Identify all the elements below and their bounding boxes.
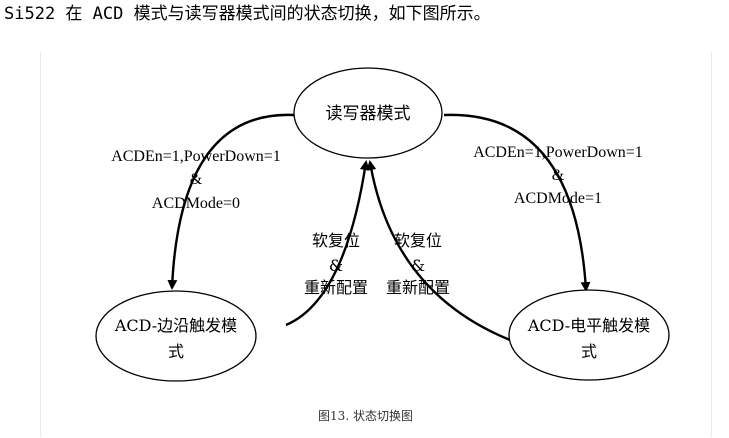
to-level-line2: & [552, 167, 565, 184]
state-acd-edge-mode: ACD-边沿触发模 式 [95, 290, 257, 382]
intro-text: Si522 在 ACD 模式与读写器模式间的状态切换，如下图所示。 [4, 4, 491, 24]
figure-caption-text: 图13. 状态切换图 [318, 409, 413, 423]
label-level-reset: 软复位 & 重新配置 [386, 231, 450, 297]
level-reset-line2: & [411, 256, 425, 275]
level-mode-label-line2: 式 [581, 342, 597, 361]
to-edge-line3: ACDMode=0 [152, 195, 240, 212]
to-edge-line1: ACDEn=1,PowerDown=1 [111, 148, 281, 165]
level-reset-line3: 重新配置 [386, 278, 450, 297]
to-edge-line2: & [190, 171, 203, 188]
edge-reset-arc [285, 160, 370, 327]
level-reset-line1: 软复位 [394, 231, 442, 250]
figure-caption: 图13. 状态切换图 [0, 407, 729, 424]
edge-transition-arc [167, 113, 295, 290]
state-acd-level-mode: ACD-电平触发模 式 [508, 289, 670, 381]
level-mode-label-line1: ACD-电平触发模 [527, 316, 650, 335]
figure-frame [40, 52, 712, 437]
state-reader-mode: 读写器模式 [293, 67, 443, 159]
level-transition-arc [443, 113, 591, 292]
edge-reset-line2: & [329, 256, 343, 275]
edge-reset-line1: 软复位 [312, 231, 360, 250]
level-reset-arc [366, 160, 511, 342]
edge-reset-line3: 重新配置 [304, 278, 368, 297]
label-to-edge: ACDEn=1,PowerDown=1 & ACDMode=0 [111, 148, 281, 212]
edge-mode-label-line2: 式 [168, 342, 184, 361]
reader-mode-label: 读写器模式 [326, 104, 411, 124]
to-level-line3: ACDMode=1 [514, 190, 602, 207]
label-to-level: ACDEn=1,PowerDown=1 & ACDMode=1 [473, 144, 643, 207]
label-edge-reset: 软复位 & 重新配置 [304, 231, 368, 297]
edge-mode-label-line1: ACD-边沿触发模 [114, 316, 237, 335]
to-level-line1: ACDEn=1,PowerDown=1 [473, 144, 643, 161]
